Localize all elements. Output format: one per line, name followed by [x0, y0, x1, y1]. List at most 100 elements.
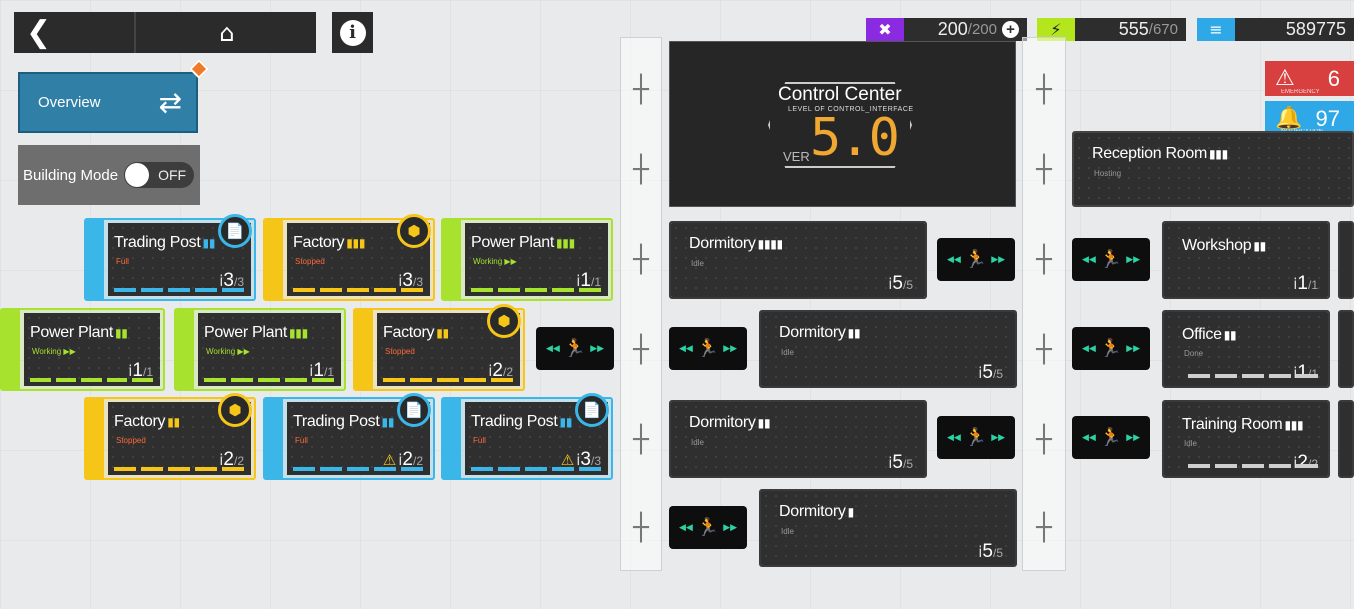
left-arrows-icon: ◀◀ — [678, 522, 693, 533]
occupancy-count: i3/3 — [398, 270, 423, 292]
control-center-room[interactable]: Control Center LEVEL OF CONTROL_INTERFAC… — [669, 41, 1016, 207]
warning-icon: ⚠ — [1275, 66, 1295, 91]
document-icon[interactable]: 📄 — [218, 214, 252, 248]
document-icon[interactable]: 📄 — [575, 393, 609, 427]
progress-bars — [30, 378, 153, 382]
swap-people-icon: ⇄ — [158, 86, 182, 119]
progress-segment — [498, 467, 520, 471]
occupancy-max: /5 — [992, 367, 1003, 381]
bell-icon: 🔔 — [1275, 106, 1303, 131]
building-mode-toggle[interactable]: OFF — [124, 162, 195, 188]
corridor-tile[interactable]: ◀◀🏃▶▶ — [937, 238, 1015, 281]
progress-segment — [204, 378, 226, 382]
progress-segment — [552, 467, 574, 471]
occupancy-count: i1/1 — [576, 270, 601, 292]
emergency-alert[interactable]: ⚠ 6 EMERGENCY — [1265, 61, 1354, 96]
operator-icon: i — [128, 362, 133, 380]
progress-segment — [1242, 374, 1264, 378]
info-icon: i — [339, 19, 366, 46]
progress-segment — [471, 288, 493, 292]
building-mode-label: Building Mode — [23, 166, 119, 184]
right-arrows-icon: ▶▶ — [723, 343, 738, 354]
left-arrows-icon: ◀◀ — [946, 254, 961, 265]
room-card-pp1[interactable]: Power Plant▮▮▮ Working ▶▶ i1/1 — [441, 218, 613, 301]
corridor-tile[interactable]: ◀◀🏃▶▶ — [1072, 238, 1150, 281]
progress-segment — [168, 288, 190, 292]
stair-marker: ┼ — [633, 245, 649, 275]
room-card-pp3[interactable]: Power Plant▮▮▮Working ▶▶i1/1 — [174, 308, 346, 391]
occupancy-value: 5 — [892, 273, 903, 294]
occupancy-value: 3 — [223, 270, 234, 291]
room-name: Dormitory — [689, 414, 756, 431]
corridor-tile[interactable]: ◀◀🏃▶▶ — [669, 506, 747, 549]
cube-icon[interactable]: ⬢ — [218, 393, 252, 427]
power-max: /670 — [1148, 21, 1178, 38]
operator-icon: i — [978, 543, 983, 561]
toggle-knob — [125, 163, 150, 187]
notification-alert[interactable]: 🔔 97 NOTIFICATION — [1265, 101, 1354, 136]
version-label: VER — [783, 149, 810, 164]
room-title: Workshop▮▮ — [1182, 237, 1266, 255]
cube-icon[interactable]: ⬢ — [487, 304, 521, 338]
room-panel — [1164, 223, 1328, 297]
room-status: Working ▶▶ — [473, 257, 517, 266]
control-center-subtitle: LEVEL OF CONTROL_INTERFACE — [788, 106, 914, 113]
drone-icon: ✖ — [866, 18, 904, 41]
progress-segment — [579, 288, 601, 292]
progress-segment — [293, 467, 315, 471]
room-status: Idle — [781, 348, 794, 357]
stair-marker: ┼ — [633, 75, 649, 105]
overview-button[interactable]: Overview ⇄ — [18, 59, 209, 133]
room-title: Office▮▮ — [1182, 326, 1237, 344]
toggle-state: OFF — [158, 167, 187, 183]
stair-marker: ┼ — [633, 513, 649, 543]
room-panel — [1164, 402, 1328, 476]
control-center-version: 5.0 — [810, 108, 900, 168]
operator-icon: i — [1293, 364, 1298, 382]
info-button[interactable]: i — [332, 12, 373, 53]
room-title: Power Plant▮▮▮ — [471, 234, 575, 252]
corridor-tile[interactable]: ◀◀🏃▶▶ — [669, 327, 747, 370]
progress-segment — [30, 378, 51, 382]
operator-icon: i — [576, 451, 581, 469]
stair-marker: ┼ — [633, 425, 649, 455]
level-pips: ▮▮ — [559, 415, 573, 429]
corridor-tile[interactable]: ◀◀🏃▶▶ — [536, 327, 614, 370]
room-panel — [287, 402, 430, 475]
add-drone-button[interactable]: + — [1002, 21, 1019, 38]
level-pips: ▮▮ — [757, 416, 771, 430]
occupancy-value: 3 — [580, 449, 591, 470]
progress-bars — [1188, 464, 1318, 468]
back-button[interactable]: ❮ — [14, 12, 136, 53]
corridor-tile[interactable]: ◀◀🏃▶▶ — [1072, 416, 1150, 459]
room-name: Training Room — [1182, 416, 1283, 433]
home-button[interactable]: ⌂ — [138, 12, 316, 53]
progress-segment — [222, 467, 244, 471]
room-card-workshop[interactable]: Workshop▮▮ i1/1 — [1162, 221, 1330, 299]
document-icon[interactable]: 📄 — [397, 393, 431, 427]
operator-icon: i — [309, 362, 314, 380]
occupancy-count: i1/1 — [1293, 362, 1318, 384]
occupancy-count: i1/1 — [1293, 273, 1318, 295]
stair-lane-right — [1022, 37, 1066, 571]
reception-room[interactable]: Reception Room▮▮▮ Hosting — [1072, 131, 1354, 207]
room-status: Idle — [1184, 439, 1197, 448]
room-panel — [761, 312, 1015, 386]
operator-icon: i — [1293, 454, 1298, 472]
progress-segment — [347, 467, 369, 471]
cube-icon[interactable]: ⬢ — [397, 214, 431, 248]
room-card-tp2[interactable]: Trading Post▮▮Full⚠i2/2 — [263, 397, 435, 480]
operator-icon: i — [219, 272, 224, 290]
room-card-pp2[interactable]: Power Plant▮▮Working ▶▶i1/1 — [0, 308, 165, 391]
home-icon: ⌂ — [219, 18, 235, 47]
corridor-tile[interactable]: ◀◀🏃▶▶ — [1072, 327, 1150, 370]
corridor-tile[interactable]: ◀◀🏃▶▶ — [937, 416, 1015, 459]
progress-bars — [204, 378, 334, 382]
